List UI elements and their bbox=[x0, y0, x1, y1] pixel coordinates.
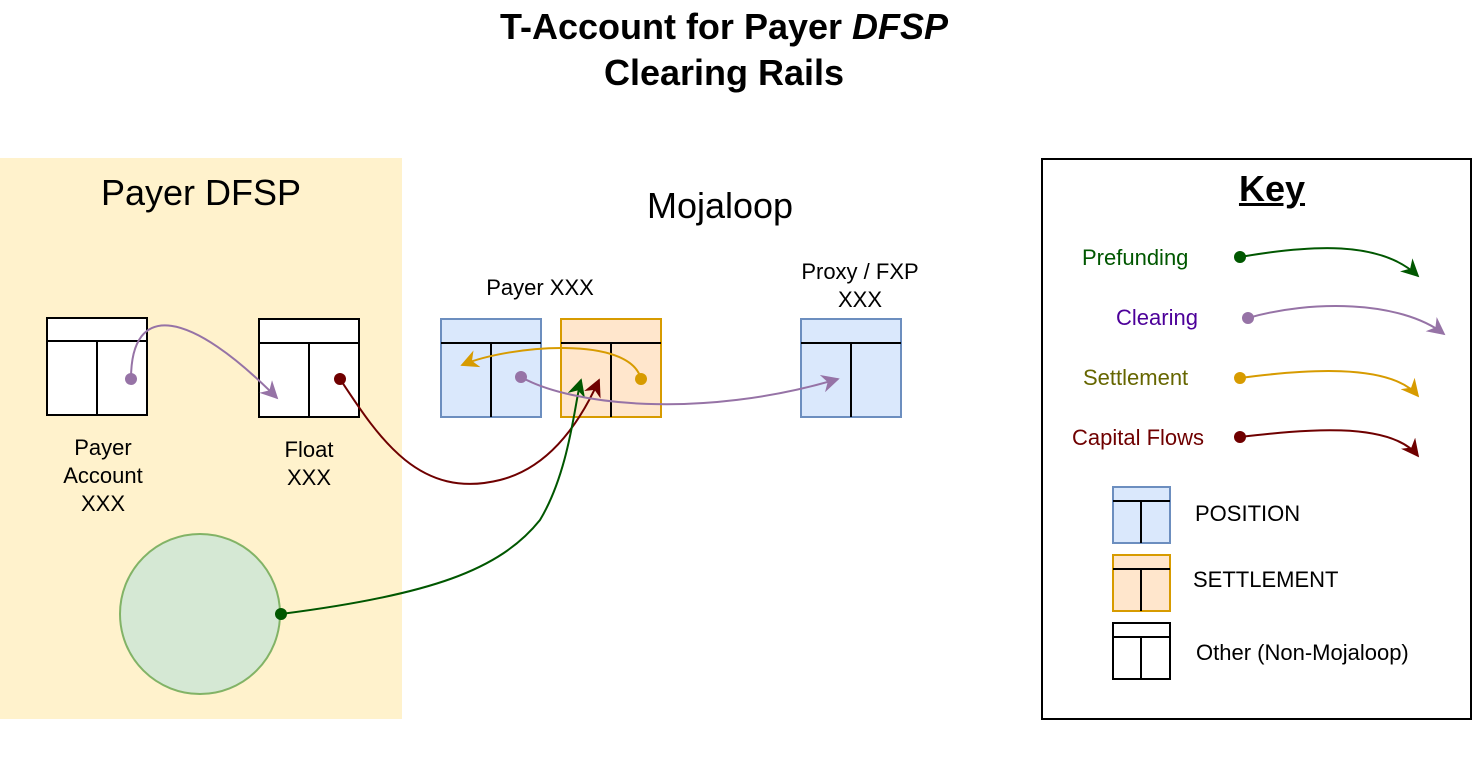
key-other-label: Other (Non-Mojaloop) bbox=[1196, 640, 1409, 665]
proxy-fxp-label-line1: Proxy / FXP bbox=[801, 259, 919, 284]
key-legend-box bbox=[1041, 158, 1472, 720]
float-label-line2: XXX bbox=[286, 465, 332, 490]
proxy-fxp-position-t-account bbox=[800, 318, 902, 418]
payer-position-t-account bbox=[440, 318, 542, 418]
capital-flow-start-dot bbox=[334, 373, 346, 385]
key-settlement-swatch bbox=[1112, 554, 1171, 612]
payer-xxx-label: Payer XXX bbox=[486, 275, 594, 300]
key-prefunding-dot bbox=[1234, 251, 1246, 263]
payer-account-label: Payer Account XXX bbox=[38, 434, 168, 518]
key-clearing-arrow bbox=[1247, 305, 1446, 336]
key-settlement-arrow bbox=[1239, 370, 1420, 398]
capital-flow-arrow-float-to-settlement bbox=[339, 378, 601, 485]
key-title: Key bbox=[1238, 168, 1306, 209]
payer-account-t-account bbox=[46, 317, 148, 416]
key-settlement-dot bbox=[1234, 372, 1246, 384]
float-label: Float XXX bbox=[244, 436, 374, 492]
key-other-swatch bbox=[1112, 622, 1171, 680]
payer-account-label-line2: Account bbox=[63, 463, 143, 488]
settlement-arrow-settlement-to-position bbox=[460, 347, 642, 380]
clearing-arrow-position-to-proxy bbox=[520, 374, 840, 406]
key-capital-flows-label: Capital Flows bbox=[1072, 425, 1205, 450]
clearing-arrow2-start-dot bbox=[515, 371, 527, 383]
prefunding-arrow-capital-to-settlement bbox=[280, 378, 585, 615]
payer-account-label-line3: XXX bbox=[80, 491, 126, 516]
proxy-fxp-label-line2: XXX bbox=[837, 287, 883, 312]
float-label-line1: Float bbox=[284, 437, 334, 462]
key-clearing-label: Clearing bbox=[1116, 305, 1198, 330]
key-capital-flows-arrow bbox=[1239, 429, 1420, 458]
key-settlement-account-label: SETTLEMENT bbox=[1193, 567, 1339, 592]
key-position-label: POSITION bbox=[1195, 501, 1301, 526]
key-clearing-dot bbox=[1242, 312, 1254, 324]
title-line1-prefix: T-Account for Payer bbox=[499, 6, 853, 47]
settlement-start-dot bbox=[635, 373, 647, 385]
float-t-account bbox=[258, 318, 360, 418]
prefunding-start-dot bbox=[275, 608, 287, 620]
payer-account-label-line1: Payer bbox=[74, 435, 132, 460]
working-capital-circle bbox=[119, 533, 281, 695]
title-line1-emphasis: DFSP bbox=[852, 6, 949, 47]
key-prefunding-arrow bbox=[1239, 247, 1420, 278]
clearing-arrow-account-to-float bbox=[130, 324, 279, 400]
diagram-title: T-Account for Payer DFSP Clearing Rails bbox=[0, 4, 1448, 96]
key-capital-flows-dot bbox=[1234, 431, 1246, 443]
key-prefunding-label: Prefunding bbox=[1082, 245, 1189, 270]
proxy-fxp-label: Proxy / FXP XXX bbox=[780, 258, 940, 314]
clearing-arrow-start-dot bbox=[125, 373, 137, 385]
mojaloop-title: Mojaloop bbox=[646, 185, 794, 226]
payer-dfsp-title: Payer DFSP bbox=[100, 172, 302, 213]
key-settlement-label: Settlement bbox=[1083, 365, 1189, 390]
title-line2: Clearing Rails bbox=[603, 52, 845, 93]
key-position-swatch bbox=[1112, 486, 1171, 544]
